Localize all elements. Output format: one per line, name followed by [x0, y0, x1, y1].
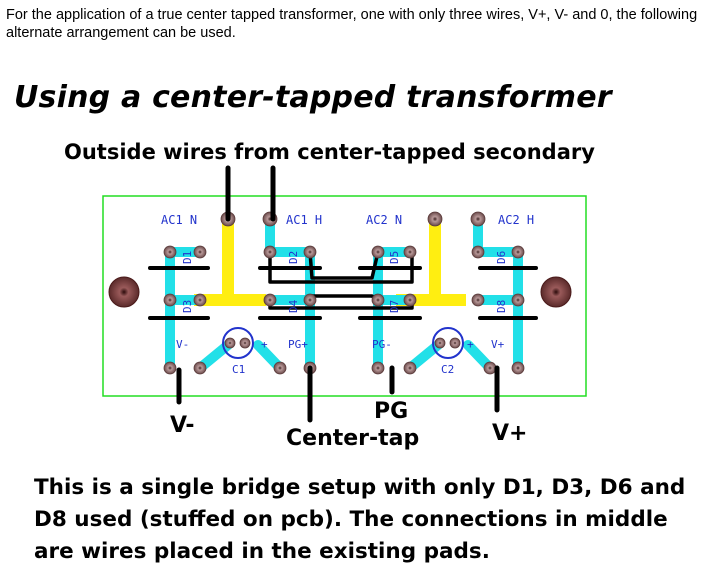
mounting-hole-left	[108, 276, 140, 308]
intro-paragraph: For the application of a true center tap…	[6, 7, 698, 41]
label-d6: D6	[495, 251, 508, 264]
black-bars	[148, 266, 538, 320]
label-d1: D1	[181, 251, 194, 264]
label-v-minus-board: V-	[176, 338, 189, 351]
label-c2: C2	[441, 363, 454, 376]
label-v-plus-board: V+	[491, 338, 505, 351]
callout-v-minus: V-	[170, 413, 195, 438]
mounting-hole-right	[540, 276, 572, 308]
label-ac1-n: AC1 N	[161, 213, 197, 227]
label-ac1-h: AC1 H	[286, 213, 322, 227]
pad-ac2-n	[427, 211, 443, 227]
label-pg-minus: PG-	[372, 338, 392, 351]
label-ac2-n: AC2 N	[366, 213, 402, 227]
callout-v-plus: V+	[492, 421, 527, 446]
board-outline	[102, 195, 587, 397]
external-wires	[176, 165, 500, 423]
callout-pg: PG	[374, 399, 408, 424]
label-c2-plus: +	[467, 338, 474, 351]
label-d3: D3	[181, 300, 194, 313]
yellow-traces	[194, 216, 466, 306]
callout-center-tap: Center-tap	[286, 426, 419, 451]
label-d7: D7	[388, 300, 401, 313]
pad-ac2-h	[470, 211, 486, 227]
diagram-subheading: Outside wires from center-tapped seconda…	[64, 140, 595, 164]
label-d8: D8	[495, 300, 508, 313]
explanation-note: This is a single bridge setup with only …	[34, 475, 686, 564]
label-d2: D2	[287, 251, 300, 264]
label-c1-plus: +	[261, 338, 268, 351]
label-pg-plus: PG+	[288, 338, 308, 351]
label-d5: D5	[388, 251, 401, 264]
label-d4: D4	[287, 299, 300, 313]
label-ac2-h: AC2 H	[498, 213, 534, 227]
label-c1: C1	[232, 363, 245, 376]
diagram-heading: Using a center-tapped transformer	[14, 80, 612, 115]
